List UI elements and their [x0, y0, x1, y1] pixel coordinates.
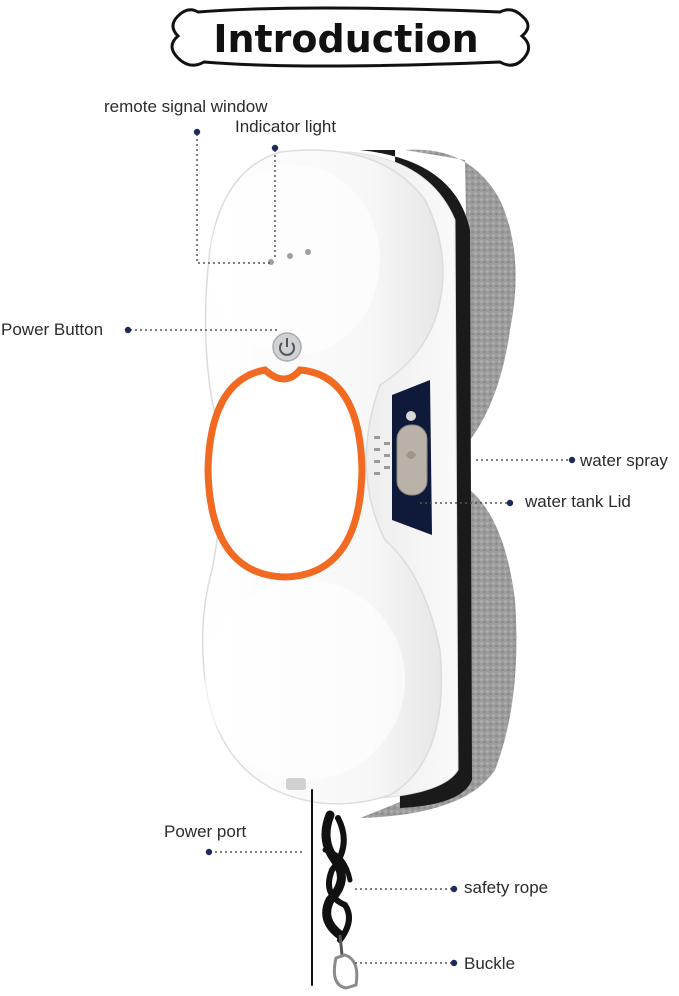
title-badge: Introduction — [170, 6, 530, 68]
leader-dots — [124, 128, 576, 967]
page-title: Introduction — [213, 17, 478, 61]
vent-slots — [374, 436, 390, 475]
label-water-tank-lid: water tank Lid — [525, 492, 631, 511]
label-remote-signal-window: remote signal window — [104, 97, 268, 116]
label-water-spray: water spray — [580, 451, 668, 470]
label-power-button: Power Button — [1, 320, 104, 339]
indicator-lights — [268, 249, 311, 265]
leader-lines — [130, 134, 570, 964]
cleaning-pads — [360, 149, 517, 818]
orange-ring — [204, 366, 366, 581]
label-buckle: Buckle — [464, 954, 516, 973]
buckle-icon — [332, 934, 359, 990]
safety-rope — [311, 789, 353, 986]
power-port — [286, 778, 306, 790]
label-power-port: Power port — [164, 822, 247, 841]
power-button-icon[interactable] — [272, 332, 302, 362]
label-safety-rope: safety rope — [464, 878, 549, 897]
water-tank-window — [392, 380, 432, 535]
label-indicator-light: Indicator light — [235, 117, 337, 136]
